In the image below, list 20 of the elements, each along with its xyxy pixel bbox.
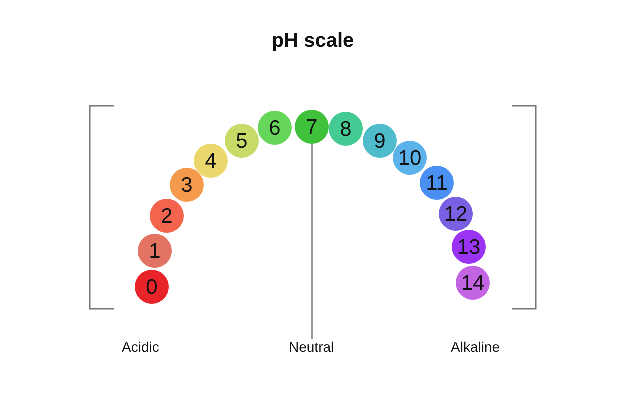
category-label: Acidic	[122, 339, 160, 355]
title: pH scale	[270, 29, 356, 54]
ph-level-circle: 11	[420, 166, 454, 200]
ph-level-circle: 1	[138, 234, 172, 268]
category-label: Alkaline	[451, 339, 500, 355]
ph-level-circle: 0	[135, 270, 169, 304]
ph-level-circle: 10	[393, 141, 427, 175]
ph-level-circle: 8	[329, 112, 363, 146]
ph-level-circle: 12	[439, 197, 473, 231]
ph-level-circle: 7	[295, 110, 329, 144]
ph-level-circle: 13	[452, 230, 486, 264]
ph-level-circle: 14	[456, 266, 490, 300]
ph-level-circle: 9	[363, 124, 397, 158]
ph-level-circle: 5	[225, 124, 259, 158]
ph-level-circle: 3	[170, 168, 204, 202]
category-label: Neutral	[289, 339, 334, 355]
ph-level-circle: 4	[194, 144, 228, 178]
ph-level-circle: 6	[258, 111, 292, 145]
ph-level-circle: 2	[150, 199, 184, 233]
leader-line	[311, 144, 313, 339]
